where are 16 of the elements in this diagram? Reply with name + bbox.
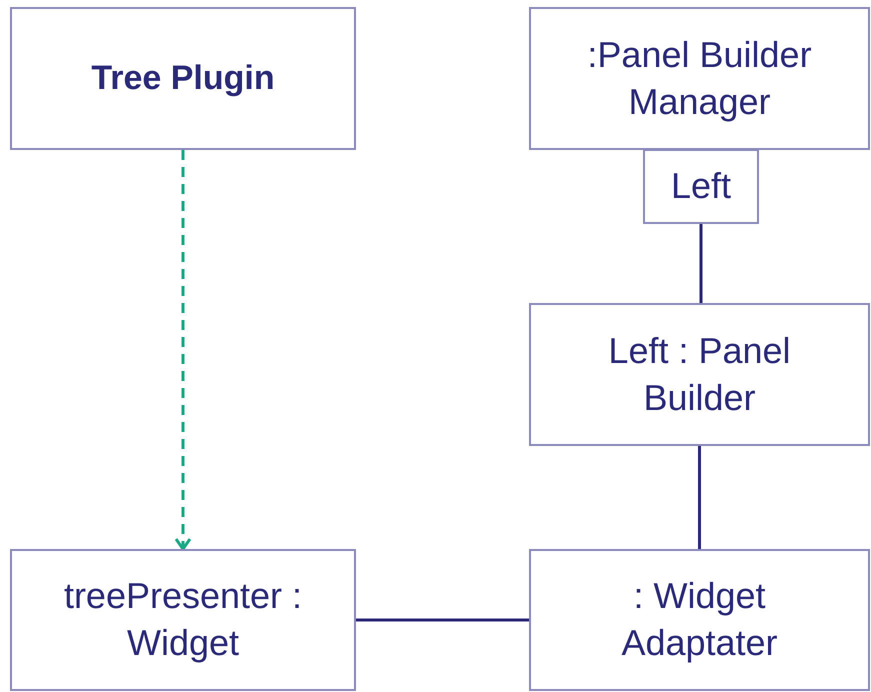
object-box	[529, 549, 870, 691]
arrow	[174, 150, 192, 550]
object-box	[529, 7, 870, 150]
object-label: treePresenter : Widget	[62, 574, 304, 665]
connector-line	[698, 446, 701, 549]
connector-line	[700, 224, 702, 303]
object-box	[10, 549, 356, 691]
object-label: Tree Plugin	[91, 58, 275, 100]
object-label: : Widget Adaptater	[620, 574, 779, 665]
object-label: Left	[670, 164, 732, 208]
connector-line	[356, 618, 529, 622]
object-box	[10, 7, 356, 150]
object-label: :Panel Builder Manager	[586, 32, 813, 124]
object-box	[529, 303, 870, 446]
object-label: Left : Panel Builder	[607, 328, 792, 420]
object-box	[643, 149, 759, 224]
